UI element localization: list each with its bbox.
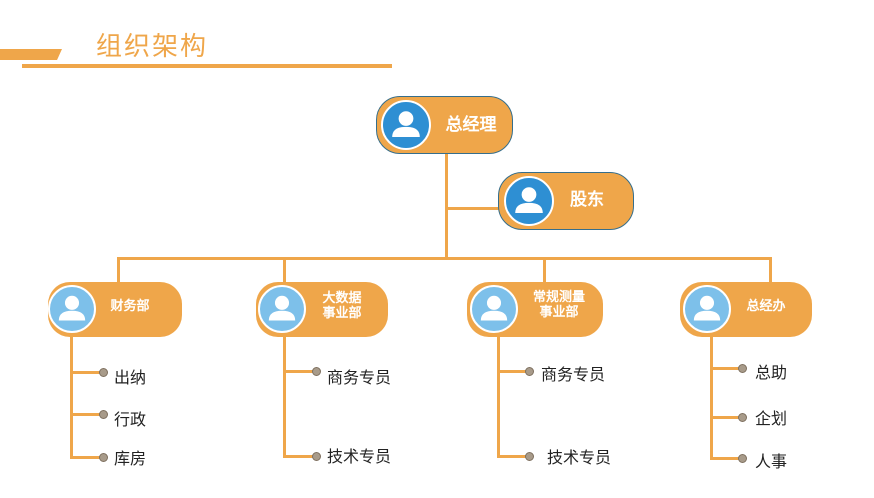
list-item: 人事 bbox=[755, 452, 788, 471]
connector-dot bbox=[525, 452, 534, 461]
connector-dot bbox=[312, 452, 321, 461]
connector-dot bbox=[312, 367, 321, 376]
department-label: 总经办 bbox=[746, 299, 786, 314]
connector-sub-branch bbox=[70, 413, 102, 416]
list-item: 商务专员 bbox=[541, 365, 606, 384]
department-node[interactable]: 常规测量 事业部 bbox=[467, 282, 603, 337]
list-item: 商务专员 bbox=[327, 368, 392, 387]
connector-dept-drop bbox=[543, 257, 546, 282]
user-icon bbox=[381, 100, 431, 150]
shareholders-label: 股东 bbox=[570, 190, 604, 210]
list-item: 技术专员 bbox=[327, 447, 392, 466]
connector-dot bbox=[99, 368, 108, 377]
connector-dept-drop bbox=[283, 257, 286, 282]
connector-dept-drop bbox=[117, 257, 120, 282]
connector-sub-trunk bbox=[497, 337, 500, 458]
connector-sub-branch bbox=[70, 371, 102, 374]
connector-sub-trunk bbox=[70, 337, 73, 459]
department-node[interactable]: 总经办 bbox=[680, 282, 812, 337]
connector-dept-drop bbox=[769, 257, 772, 282]
user-icon bbox=[683, 285, 731, 333]
department-label: 大数据 事业部 bbox=[322, 291, 362, 321]
connector-sub-branch bbox=[497, 455, 529, 458]
connector-sub-branch bbox=[70, 456, 102, 459]
connector-dept-bus bbox=[117, 257, 772, 260]
list-item: 总助 bbox=[755, 363, 788, 382]
connector-sub-branch bbox=[283, 370, 315, 373]
connector-dot bbox=[738, 364, 747, 373]
department-label: 财务部 bbox=[110, 299, 150, 314]
user-icon bbox=[258, 285, 306, 333]
user-icon bbox=[48, 285, 96, 333]
connector-shareholders bbox=[445, 207, 501, 210]
title-accent-bar bbox=[0, 49, 62, 60]
list-item: 技术专员 bbox=[547, 448, 612, 467]
connector-sub-branch bbox=[283, 455, 315, 458]
connector-dot bbox=[738, 454, 747, 463]
connector-sub-trunk bbox=[283, 337, 286, 458]
list-item: 库房 bbox=[114, 449, 147, 468]
list-item: 企划 bbox=[755, 409, 788, 428]
ceo-label: 总经理 bbox=[445, 115, 497, 135]
list-item: 行政 bbox=[114, 410, 147, 429]
connector-sub-branch bbox=[710, 367, 742, 370]
title-underline bbox=[22, 64, 392, 68]
connector-sub-branch bbox=[497, 370, 529, 373]
connector-dot bbox=[738, 413, 747, 422]
department-label: 常规测量 事业部 bbox=[532, 290, 585, 320]
connector-ceo-trunk bbox=[445, 152, 448, 260]
shareholders-node[interactable]: 股东 bbox=[498, 172, 634, 230]
department-node[interactable]: 财务部 bbox=[48, 282, 182, 337]
department-node[interactable]: 大数据 事业部 bbox=[256, 282, 388, 337]
page-title: 组织架构 bbox=[96, 32, 209, 62]
connector-sub-trunk bbox=[710, 337, 713, 460]
connector-sub-branch bbox=[710, 457, 742, 460]
connector-dot bbox=[99, 410, 108, 419]
user-icon bbox=[504, 176, 554, 226]
connector-dot bbox=[99, 453, 108, 462]
list-item: 出纳 bbox=[114, 368, 147, 387]
connector-sub-branch bbox=[710, 416, 742, 419]
connector-dot bbox=[525, 367, 534, 376]
user-icon bbox=[470, 285, 518, 333]
ceo-node[interactable]: 总经理 bbox=[376, 96, 513, 154]
